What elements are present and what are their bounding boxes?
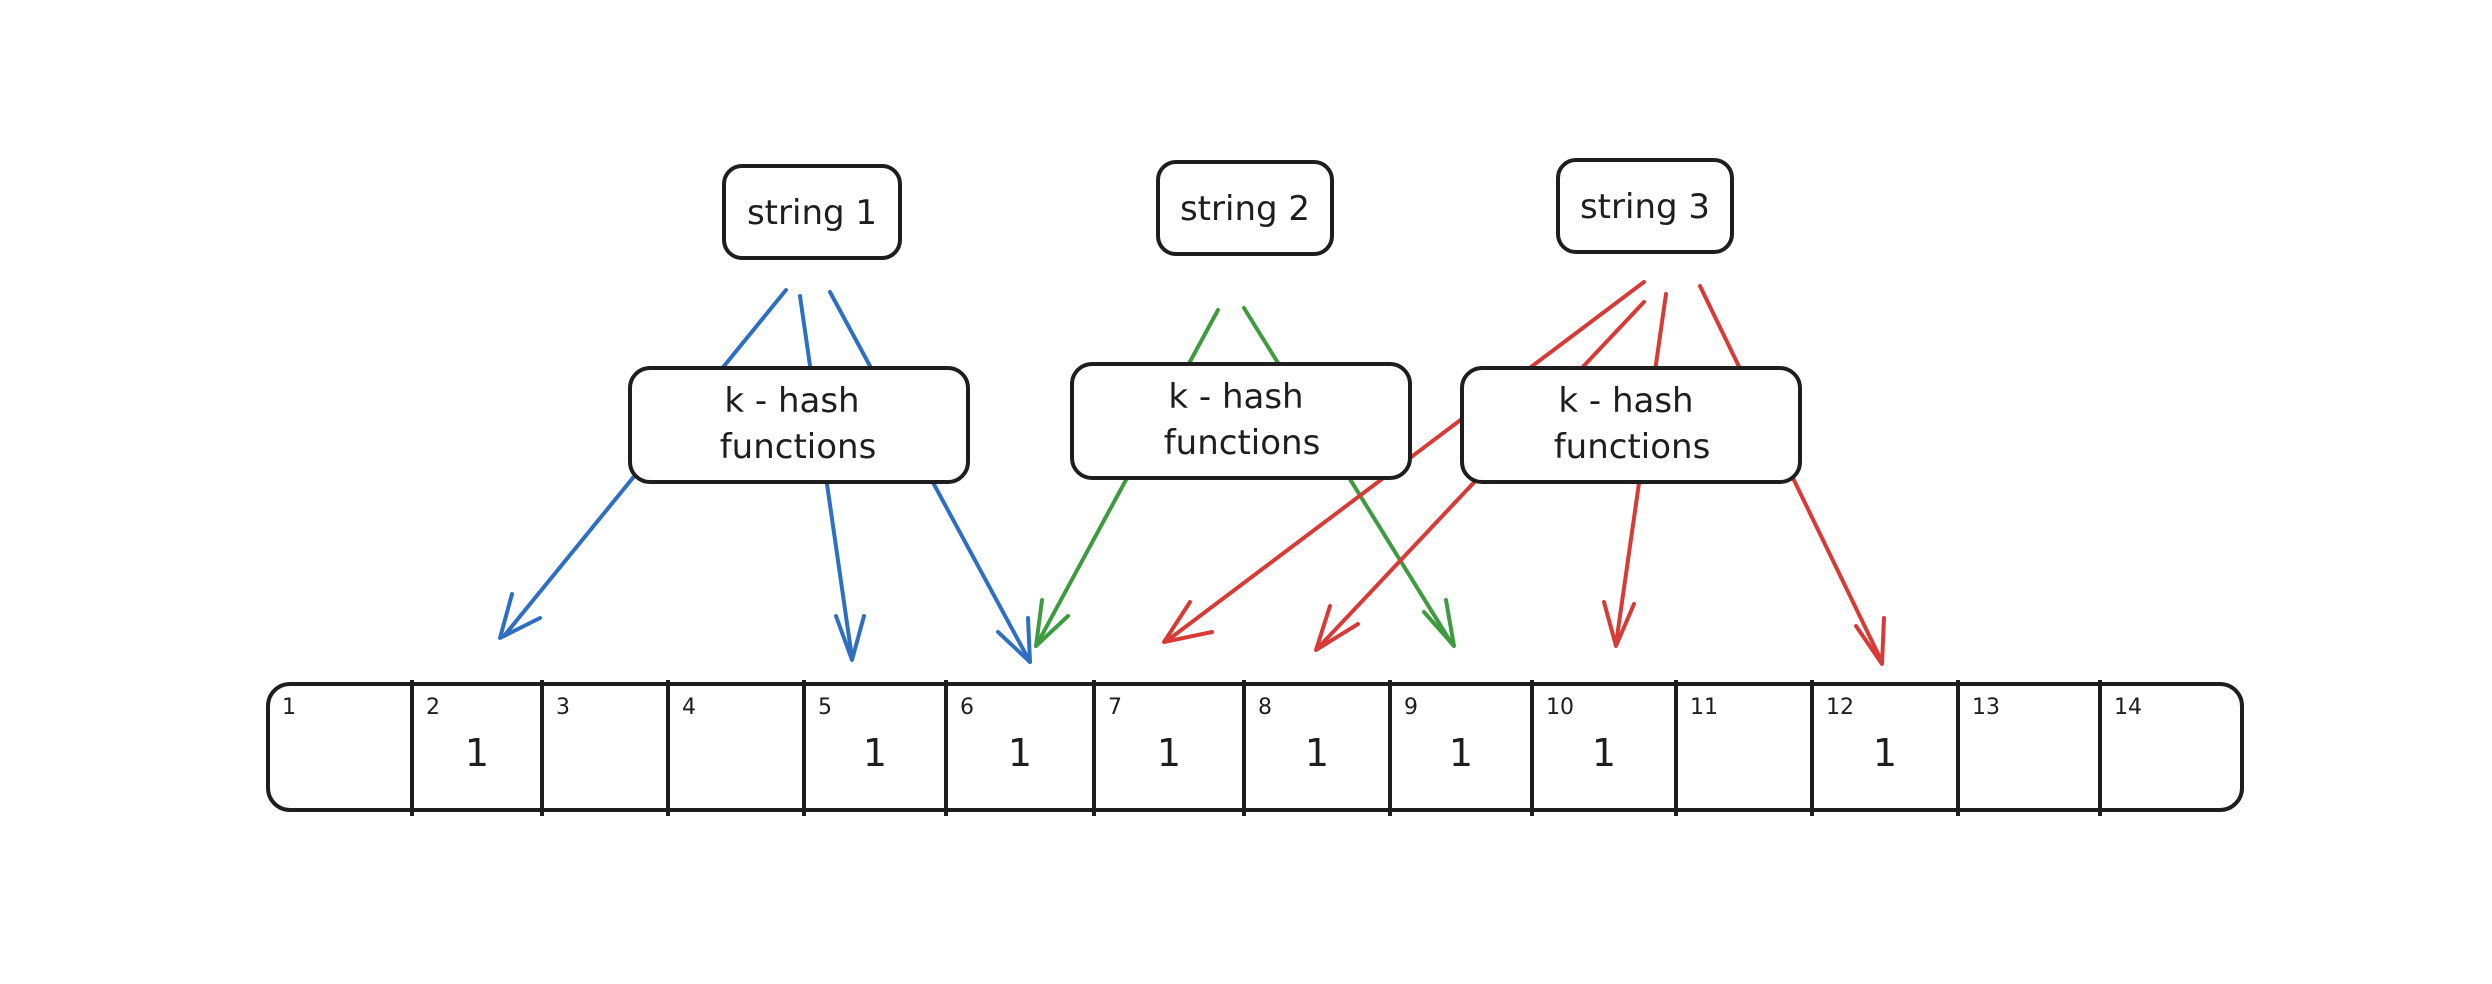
- cell-index: 13: [1972, 695, 2000, 720]
- string-3-box: [1556, 158, 1734, 254]
- bit-cell: 13: [1956, 680, 2000, 816]
- cell-value: 1: [1008, 731, 1032, 775]
- bit-cell: 51: [802, 680, 887, 816]
- bit-cell: 71: [1092, 680, 1181, 816]
- hash-box-2-line2: functions: [1164, 423, 1321, 463]
- cell-value: 1: [1305, 731, 1329, 775]
- cell-index: 7: [1108, 695, 1122, 720]
- bit-cell: 21: [410, 680, 489, 816]
- bit-cell: 3: [540, 680, 570, 816]
- arrowhead-cell-6-blue: [996, 616, 1032, 664]
- bit-cell: 81: [1242, 680, 1329, 816]
- string-3-node: string 3: [1556, 158, 1734, 254]
- arrowhead-cell-10: [1602, 600, 1636, 648]
- bit-array-outline: [266, 682, 2244, 812]
- string-2-node: string 2: [1156, 160, 1334, 256]
- cell-index: 2: [426, 695, 440, 720]
- string-2-label: string 2: [1180, 189, 1310, 229]
- string-1-label: string 1: [747, 193, 877, 233]
- cell-value: 1: [1157, 731, 1181, 775]
- cell-value: 1: [863, 731, 887, 775]
- cell-value: 1: [1592, 731, 1616, 775]
- hash-box-3-line1: k - hash: [1558, 381, 1693, 421]
- bit-cell: 14: [2098, 680, 2142, 816]
- arrowhead-cell-7: [1162, 600, 1214, 644]
- hash-box-3-line2: functions: [1554, 427, 1711, 467]
- hash-box-1-node: k - hash functions: [628, 366, 970, 484]
- string-1-node: string 1: [722, 164, 902, 260]
- cell-index: 14: [2114, 695, 2142, 720]
- hash-box-1-line2: functions: [720, 427, 877, 467]
- cell-value: 1: [1449, 731, 1473, 775]
- string-2-box: [1156, 160, 1334, 256]
- arrowhead-cell-12: [1854, 616, 1886, 666]
- arrowhead-cell-9: [1422, 598, 1456, 648]
- string-1-box: [722, 164, 902, 260]
- cell-index: 9: [1404, 695, 1418, 720]
- bit-cell: 91: [1388, 680, 1473, 816]
- cell-index: 12: [1826, 695, 1854, 720]
- hash-box-3: [1460, 366, 1802, 484]
- bit-cell: 4: [666, 680, 696, 816]
- arrowhead-cell-5: [834, 614, 866, 662]
- cell-index: 3: [556, 695, 570, 720]
- cell-index: 4: [682, 695, 696, 720]
- bit-cell: 12 1: [1810, 680, 1897, 816]
- hash-box-3-node: k - hash functions: [1460, 366, 1802, 484]
- hash-box-1-line1: k - hash: [724, 381, 859, 421]
- cell-index: 1: [282, 695, 296, 720]
- bit-cell: 61: [944, 680, 1032, 816]
- cell-index: 6: [960, 695, 974, 720]
- cell-index: 5: [818, 695, 832, 720]
- cell-value: 1: [465, 731, 489, 775]
- hash-box-2-node: k - hash functions: [1070, 362, 1412, 480]
- cell-index: 11: [1690, 695, 1718, 720]
- cell-index: 8: [1258, 695, 1272, 720]
- bit-cell: 11: [1674, 680, 1718, 816]
- arrowhead-cell-6-green: [1034, 598, 1070, 648]
- cell-value: 1: [1873, 731, 1897, 775]
- arrowhead-cell-8: [1314, 604, 1360, 652]
- hash-box-2: [1070, 362, 1412, 480]
- hash-box-2-line1: k - hash: [1168, 377, 1303, 417]
- hash-box-1: [628, 366, 970, 484]
- cell-index: 10: [1546, 695, 1574, 720]
- arrowhead-cell-2: [498, 592, 542, 640]
- bit-cell: 10 1: [1530, 680, 1616, 816]
- string-3-label: string 3: [1580, 187, 1710, 227]
- bit-cell: 1: [282, 695, 296, 720]
